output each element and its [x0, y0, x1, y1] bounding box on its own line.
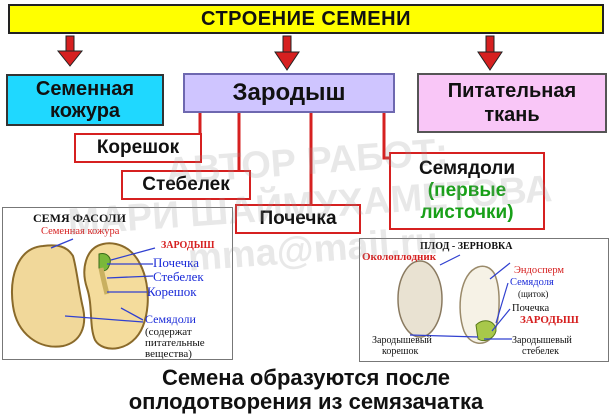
- bean-seed-coat-label: Семенная кожура: [41, 226, 120, 237]
- root-box: Корешок: [74, 133, 202, 163]
- nutritive-tissue-box: Питательная ткань: [417, 73, 607, 133]
- nutritive-line1: Питательная: [447, 80, 577, 102]
- arrow-down-icon: [477, 35, 503, 71]
- root-label: Корешок: [96, 137, 180, 158]
- bean-stem-label: Стебелек: [153, 269, 204, 284]
- bean-embryo-label: ЗАРОДЫШ: [161, 240, 215, 251]
- arrow-down-icon: [56, 35, 84, 67]
- grain-root-line2: корешок: [382, 346, 419, 357]
- grain-pericarp-label: Околоплодник: [362, 251, 437, 263]
- grain-illustration: [397, 254, 512, 344]
- bud-label: Почечка: [259, 208, 337, 229]
- stem-label: Стебелек: [142, 174, 230, 195]
- bean-title: СЕМЯ ФАСОЛИ: [33, 211, 126, 225]
- cotyledons-box: Семядоли (первые листочки): [389, 152, 545, 230]
- grain-embryo-label: ЗАРОДЫШ: [520, 314, 579, 326]
- page-title: СТРОЕНИЕ СЕМЕНИ: [201, 7, 411, 30]
- bean-root-label: Корешок: [147, 284, 197, 299]
- grain-stem-line1: Зародышевый: [512, 335, 572, 346]
- nutritive-line2: ткань: [484, 104, 540, 126]
- bud-box: Почечка: [235, 204, 361, 234]
- title-bar: СТРОЕНИЕ СЕМЕНИ: [8, 4, 604, 34]
- whole-grain-icon: [397, 260, 443, 338]
- bean-bud-label: Почечка: [153, 255, 199, 270]
- bean-seed-panel: СЕМЯ ФАСОЛИ Семенная кожура ЗАРОДЫШ Поче…: [2, 207, 233, 360]
- cotyledons-sub1: (первые: [427, 180, 507, 201]
- bean-left-half-icon: [11, 244, 86, 348]
- bean-note-line1: (содержат: [145, 326, 192, 338]
- grain-panel: ПЛОД - ЗЕРНОВКА Околоплодник Эндосперм С…: [359, 238, 609, 362]
- embryo-box: Зародыш: [183, 73, 395, 113]
- cotyledons-sub2: листочки): [420, 202, 514, 223]
- bean-cotyledons-label: Семядоли: [145, 312, 196, 326]
- seed-coat-line1: Семенная: [35, 78, 135, 100]
- grain-stem-line2: стебелек: [522, 346, 559, 357]
- footer-line2: оплодотворения из семязачатка: [128, 389, 484, 414]
- grain-cotyledon-label: Семядоля: [510, 277, 554, 288]
- footer-line1: Семена образуются после: [161, 365, 451, 390]
- grain-endosperm-label: Эндосперм: [514, 265, 565, 276]
- bean-note-line3: вещества): [145, 348, 192, 360]
- embryo-label: Зародыш: [232, 79, 346, 106]
- seed-coat-line2: кожура: [49, 100, 121, 122]
- seed-coat-box: Семенная кожура: [6, 74, 164, 126]
- grain-root-line1: Зародышевый: [372, 335, 432, 346]
- bean-note-line2: питательные: [145, 337, 205, 349]
- grain-title: ПЛОД - ЗЕРНОВКА: [420, 241, 513, 252]
- stem-box: Стебелек: [121, 170, 251, 200]
- arrow-down-icon: [274, 35, 300, 71]
- grain-bud-label: Почечка: [512, 303, 550, 314]
- footer-caption: Семена образуются после оплодотворения и…: [0, 366, 612, 414]
- cotyledons-label: Семядоли: [418, 158, 516, 179]
- bean-illustration: [11, 238, 156, 350]
- grain-scutellum-label: (щиток): [518, 289, 549, 299]
